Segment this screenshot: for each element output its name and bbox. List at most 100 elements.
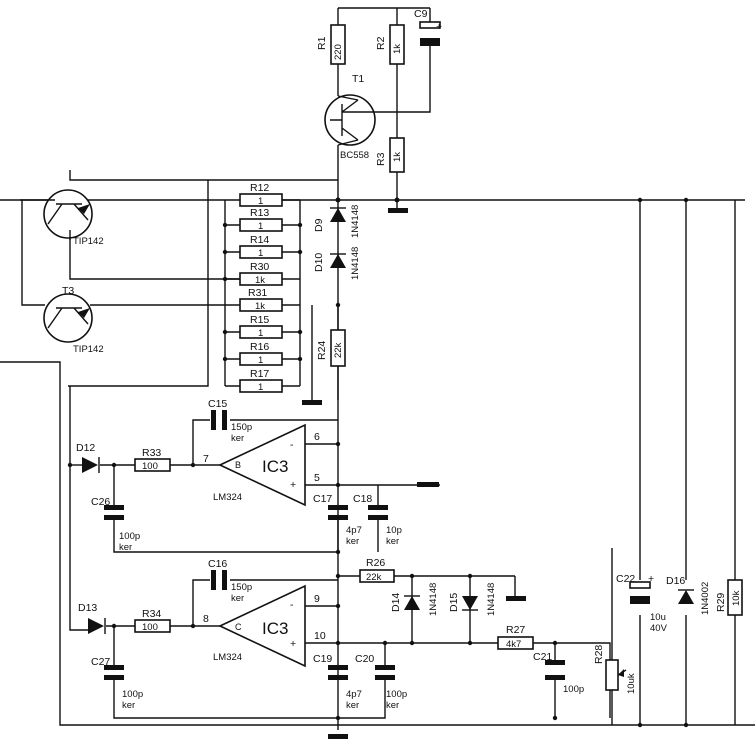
resistor-r2: 1k R2 [375, 24, 405, 65]
c18-value: 10p [386, 525, 402, 536]
d10-label: D10 [313, 253, 325, 272]
capacitor-c27: C27 100p ker [91, 656, 143, 711]
t1-part: BC558 [340, 150, 369, 161]
resistor-r34: 100 R34 [134, 608, 171, 633]
r1-value: 220 [333, 44, 344, 60]
c26-value: 100p [119, 531, 140, 542]
c27-type: ker [122, 700, 135, 711]
transistor-t3: T3 TIP142 [43, 285, 104, 355]
c27-value: 100p [122, 689, 143, 700]
d16-label: D16 [666, 575, 685, 587]
r34-value: 100 [142, 622, 158, 633]
r3-label: R3 [375, 152, 387, 166]
diode-d12: D12 [76, 442, 100, 473]
c22-voltage: 40V [650, 623, 668, 634]
diode-d9: D9 1N4148 [313, 205, 361, 238]
r14-value: 1 [258, 248, 263, 259]
resistor-r31: 1k R31 [239, 287, 283, 312]
c16-type: ker [231, 593, 244, 604]
r14-label: R14 [250, 234, 269, 246]
c21-value: 100p [563, 684, 584, 695]
ic3b-unit: B [235, 460, 241, 470]
r2-value: 1k [392, 44, 403, 54]
ic3b-pin5: 5 [314, 472, 320, 484]
r28-label: R28 [593, 645, 605, 664]
ic3c-label: IC3 [262, 619, 288, 638]
t3-label: T3 [62, 285, 74, 297]
r13-label: R13 [250, 207, 269, 219]
c17-type: ker [346, 536, 359, 547]
diode-d14: D14 1N4148 [390, 583, 439, 616]
resistor-r15: 1 R15 [239, 314, 283, 339]
capacitor-c22: C22 + 10u 40V [616, 573, 668, 634]
c19-value: 4p7 [346, 689, 362, 700]
potentiometer-r28: R28 10uk [593, 645, 637, 694]
r15-value: 1 [258, 328, 263, 339]
capacitor-c26: C26 100p ker [91, 496, 140, 553]
ic3b-label: IC3 [262, 457, 288, 476]
r34-label: R34 [142, 608, 161, 620]
ic3c-plus: + [290, 638, 296, 650]
r12-label: R12 [250, 182, 269, 194]
ground-ladder [302, 400, 322, 405]
d10-part: 1N4148 [350, 247, 361, 280]
r29-label: R29 [715, 593, 727, 612]
c17-value: 4p7 [346, 525, 362, 536]
t1-label: T1 [352, 73, 364, 85]
ground-c18 [417, 482, 439, 487]
ground-d15 [506, 596, 526, 601]
ic3b-pin7: 7 [203, 453, 209, 465]
resistor-r17: 1 R17 [239, 368, 283, 393]
d15-part: 1N4148 [486, 583, 497, 616]
c20-value: 100p [386, 689, 407, 700]
ground-bottom [328, 734, 348, 739]
resistor-r16: 1 R16 [239, 341, 283, 366]
c20-label: C20 [355, 653, 374, 665]
r28-value: 10uk [626, 673, 637, 694]
c19-label: C19 [313, 653, 332, 665]
c9-label: C9 [414, 8, 428, 20]
ic3b-plus: + [290, 479, 296, 491]
resistor-r13: 1 R13 [239, 207, 283, 232]
opamp-ic3b: IC3 B - + 6 5 7 LM324 [203, 423, 320, 507]
c16-label: C16 [208, 558, 227, 570]
r31-value: 1k [255, 301, 265, 312]
capacitor-c20: C20 100p ker [355, 653, 407, 711]
d14-part: 1N4148 [428, 583, 439, 616]
capacitor-c19: C19 4p7 ker [313, 653, 362, 711]
ic3b-part: LM324 [213, 492, 242, 503]
capacitor-c16: C16 150p ker [208, 558, 252, 604]
d15-label: D15 [448, 593, 460, 612]
resistor-r24: 22k R24 [316, 329, 346, 367]
d16-part: 1N4002 [700, 582, 711, 615]
r3-value: 1k [392, 152, 403, 162]
c26-type: ker [119, 542, 132, 553]
r12-value: 1 [258, 196, 263, 207]
resistor-r30: 1k R30 [239, 261, 283, 286]
r33-label: R33 [142, 447, 161, 459]
ic3c-minus: - [290, 599, 294, 611]
c17-label: C17 [313, 493, 332, 505]
d13-label: D13 [78, 602, 97, 614]
c19-type: ker [346, 700, 359, 711]
ic3c-pin8: 8 [203, 613, 209, 625]
ic3c-pin9: 9 [314, 593, 320, 605]
resistor-r12: 1 R12 [239, 182, 283, 207]
r31-label: R31 [248, 287, 267, 299]
r16-value: 1 [258, 355, 263, 366]
capacitor-c15: C15 150p ker [208, 398, 252, 444]
c18-label: C18 [353, 493, 372, 505]
t2-part: TIP142 [73, 236, 104, 247]
ic3c-unit: C [235, 622, 242, 632]
capacitor-c18: C18 10p ker [353, 493, 402, 547]
r27-label: R27 [506, 624, 525, 636]
resistor-r27: 4k7 R27 [497, 624, 534, 650]
r13-value: 1 [258, 221, 263, 232]
diode-d13: D13 [78, 602, 106, 634]
c9-plus: + [436, 21, 442, 33]
c20-type: ker [386, 700, 399, 711]
r24-value: 22k [333, 342, 344, 358]
c16-value: 150p [231, 582, 252, 593]
resistor-r3: 1k R3 [375, 137, 405, 173]
